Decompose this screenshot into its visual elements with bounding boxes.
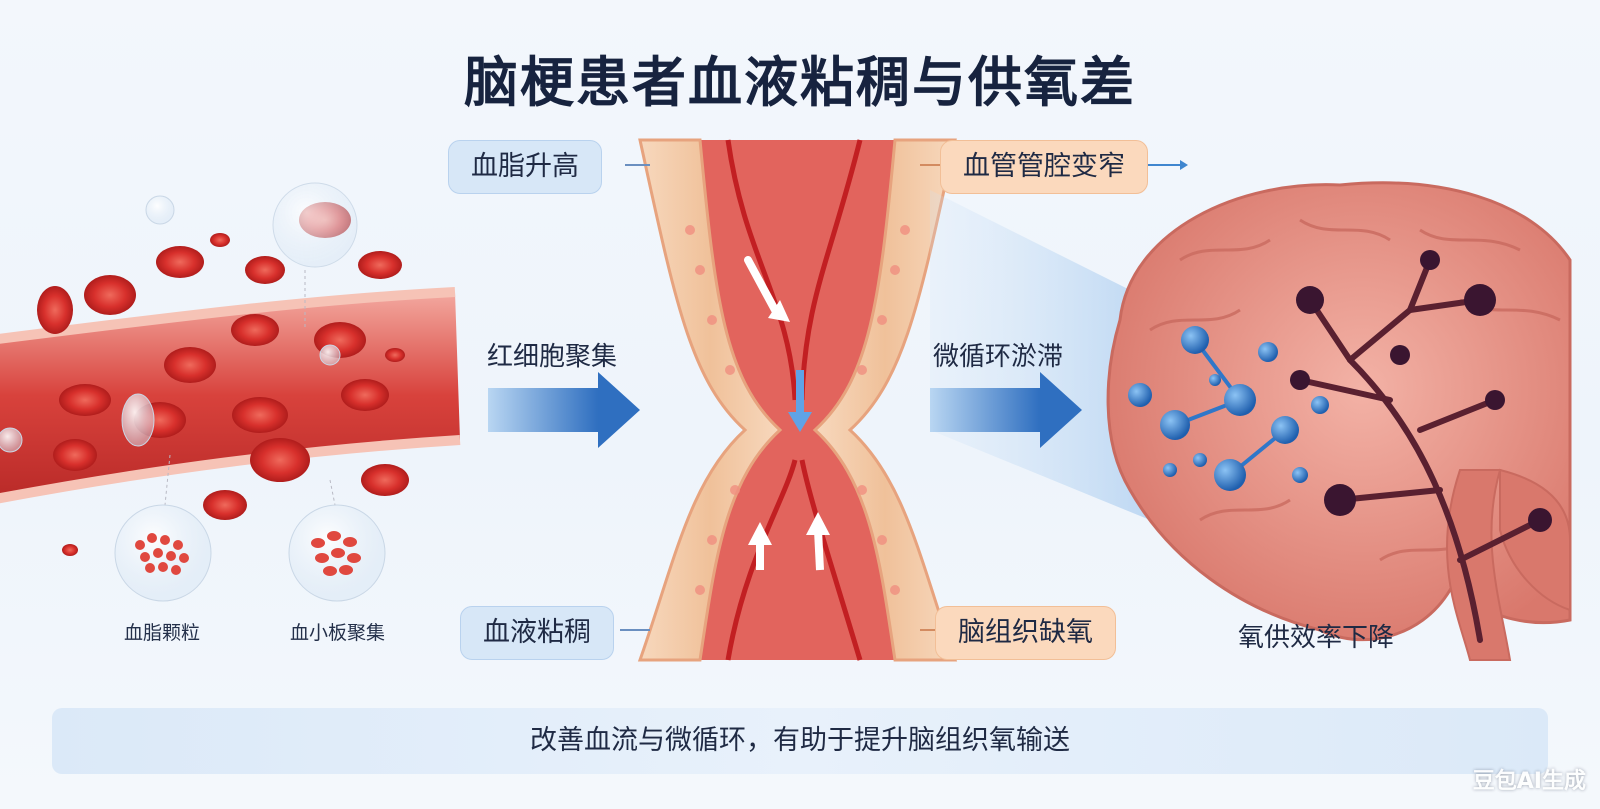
lipid-bubbles bbox=[0, 182, 358, 453]
arrow-microcirculation bbox=[930, 372, 1082, 448]
tag-brain-hypoxia: 脑组织缺氧 bbox=[935, 606, 1116, 660]
tag-vessel-narrow: 血管管腔变窄 bbox=[940, 140, 1148, 194]
page-title: 脑梗患者血液粘稠与供氧差 bbox=[464, 51, 1136, 114]
narrowed-vessel bbox=[637, 138, 958, 662]
neuron-nodes bbox=[1290, 250, 1552, 532]
platelet-magnifier bbox=[288, 270, 386, 602]
tag-blood-viscous: 血液粘稠 bbox=[460, 606, 614, 660]
label-rbc-aggregation: 红细胞聚集 bbox=[487, 342, 618, 372]
tag-blood-lipid-high: 血脂升高 bbox=[448, 140, 602, 194]
oxygen-molecules bbox=[1128, 326, 1329, 491]
label-lipid-particles: 血脂颗粒 bbox=[124, 622, 201, 644]
oxygen-beam bbox=[930, 190, 1150, 520]
label-microcirculation-stasis: 微循环淤滞 bbox=[933, 342, 1064, 372]
neuron-branches bbox=[1297, 257, 1543, 643]
label-oxygen-efficiency-down: 氧供效率下降 bbox=[1238, 623, 1395, 653]
label-platelet-aggregation: 血小板聚集 bbox=[290, 622, 386, 644]
arrow-rbc-aggregation bbox=[488, 372, 640, 448]
right-arrow-icon bbox=[1142, 160, 1188, 170]
watermark: 豆包AI生成 bbox=[1472, 769, 1586, 794]
lipid-particles-magnifier bbox=[114, 454, 212, 602]
footer-message: 改善血流与微循环，有助于提升脑组织氧输送 bbox=[52, 708, 1548, 774]
